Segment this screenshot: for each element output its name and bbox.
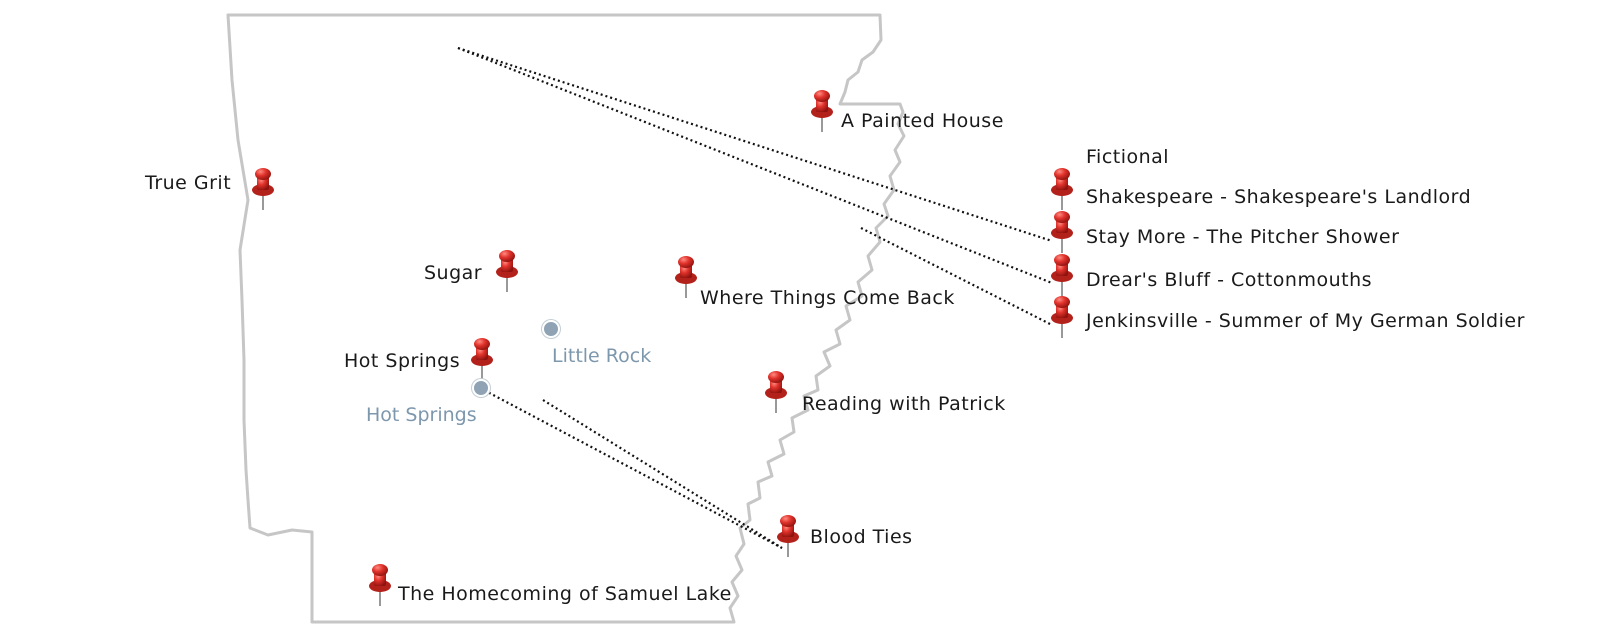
pin-label-hot-springs[interactable]: Hot Springs xyxy=(344,350,461,372)
pin-label-true-grit[interactable]: True Grit xyxy=(145,172,232,194)
pushpin-icon[interactable] xyxy=(675,256,697,298)
pin-label-where-things-come-back[interactable]: Where Things Come Back xyxy=(700,287,955,309)
city-marker-hot-springs[interactable] xyxy=(472,379,490,397)
city-marker-little-rock[interactable] xyxy=(542,320,560,338)
city-label-hot-springs: Hot Springs xyxy=(366,404,477,426)
pin-label-homecoming-of-samuel-lake[interactable]: The Homecoming of Samuel Lake xyxy=(398,583,732,605)
connector-stay-more xyxy=(457,46,1053,243)
connector-jenkinsville xyxy=(860,227,1053,326)
state-outline xyxy=(226,13,906,624)
fictional-label-stay-more[interactable]: Stay More - The Pitcher Shower xyxy=(1086,226,1400,248)
pin-label-blood-ties[interactable]: Blood Ties xyxy=(810,526,913,548)
pushpin-icon[interactable] xyxy=(1051,168,1073,210)
pushpin-icon[interactable] xyxy=(1051,211,1073,253)
pushpin-icon[interactable] xyxy=(777,515,799,557)
pushpin-icon[interactable] xyxy=(1051,254,1073,296)
city-label-little-rock: Little Rock xyxy=(552,345,652,367)
connector-blood-ties-a xyxy=(479,387,783,549)
connector-drears-bluff xyxy=(457,46,1053,285)
fictional-label-shakespeare[interactable]: Shakespeare - Shakespeare's Landlord xyxy=(1086,186,1472,208)
pin-label-reading-with-patrick[interactable]: Reading with Patrick xyxy=(802,393,1006,415)
fictional-label-jenkinsville[interactable]: Jenkinsville - Summer of My German Soldi… xyxy=(1086,310,1525,332)
fictional-label-drears-bluff[interactable]: Drear's Bluff - Cottonmouths xyxy=(1086,269,1373,291)
pushpin-icon[interactable] xyxy=(471,338,493,380)
pushpin-icon[interactable] xyxy=(369,564,391,606)
pushpin-icon[interactable] xyxy=(252,168,274,210)
connector-blood-ties-b xyxy=(542,399,783,549)
pushpin-icon[interactable] xyxy=(496,250,518,292)
pushpin-icon[interactable] xyxy=(1051,296,1073,338)
fictional-heading: Fictional xyxy=(1086,146,1170,168)
pushpin-icon[interactable] xyxy=(811,90,833,132)
pin-label-sugar[interactable]: Sugar xyxy=(424,262,483,284)
pushpin-icon[interactable] xyxy=(765,371,787,413)
pin-label-a-painted-house[interactable]: A Painted House xyxy=(841,110,1004,132)
